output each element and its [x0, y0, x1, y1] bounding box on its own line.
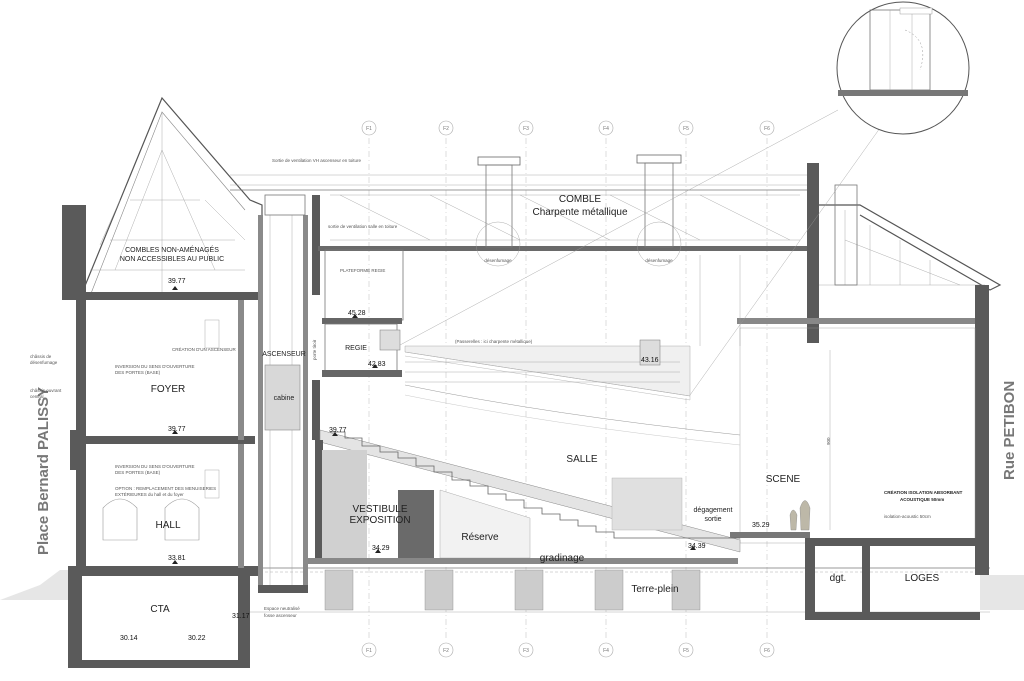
label-desenfumage-2: désenfumage — [645, 258, 673, 263]
axis-label-f2-top: F2 — [443, 126, 449, 132]
note-chassis-2: désenfumage — [30, 360, 58, 365]
left-building-walls — [62, 205, 262, 668]
note-chassis-1: châssis de — [30, 354, 52, 359]
axis-grid: F1 F2 F3 F4 F5 F6 F1 F2 F3 F4 F5 F6 — [361, 120, 775, 658]
level-45-28: 45.28 — [348, 310, 366, 317]
label-foyer: FOYER — [151, 384, 185, 395]
level-34-29: 34.29 — [372, 545, 390, 552]
note-option-2: EXTÉRIEURES du hall et du foyer — [115, 491, 184, 497]
label-combles-2: NON ACCESSIBLES AU PUBLIC — [120, 256, 224, 263]
note-inversion-4: DES PORTES (BASE) — [115, 470, 161, 475]
level-42-83: 42.83 — [368, 361, 386, 368]
label-espace-2: fosse ascenseur — [264, 613, 297, 618]
label-reserve: Réserve — [461, 532, 499, 543]
label-dim-900: 900 — [826, 437, 831, 445]
note-inversion-2: DES PORTES (BASE) — [115, 370, 161, 375]
label-passerelle: (Passerelles : ici charpente métallique) — [455, 339, 533, 344]
axis-label-f2-bottom: F2 — [443, 648, 449, 654]
axis-label-f3-bottom: F3 — [523, 648, 529, 654]
level-33-81: 33.81 — [168, 555, 186, 562]
label-salle: SALLE — [566, 454, 597, 465]
level-34-39: 34.39 — [688, 543, 706, 550]
label-degagement-1: dégagement — [694, 507, 733, 514]
axis-label-f4-bottom: F4 — [603, 648, 609, 654]
note-option-1: OPTION : REMPLACEMENT DES MENUISERIES — [115, 486, 216, 491]
level-43-16: 43.16 — [641, 357, 659, 364]
lift-shaft — [258, 194, 308, 593]
note-ventilation: Sortie de ventilation VH ascenseur en to… — [272, 158, 362, 163]
axis-label-f6-top: F6 — [764, 126, 770, 132]
label-combles-1: COMBLES NON-AMÉNAGÉS — [125, 245, 219, 254]
axis-label-f6-bottom: F6 — [764, 648, 770, 654]
axis-label-f1-top: F1 — [366, 126, 372, 132]
axis-label-f1-bottom: F1 — [366, 648, 372, 654]
street-left-label: Place Bernard PALISSY — [35, 387, 52, 555]
level-39-77-combles: 39.77 — [168, 278, 186, 285]
label-charpente: Charpente métallique — [532, 207, 627, 218]
note-sortie-ventilation: sortie de ventilation salle en toiture — [328, 224, 398, 229]
axis-label-f3-top: F3 — [523, 126, 529, 132]
label-porte-tiroir: porte tiroir — [312, 339, 317, 360]
label-loges: LOGES — [905, 573, 940, 584]
detail-callout — [399, 1, 970, 396]
label-degagement-2: sortie — [704, 516, 721, 523]
label-plateforme-regie: PLATEFORME REGIE — [340, 268, 385, 273]
label-vestibule-1: VESTIBULE — [352, 504, 407, 515]
label-creation-isolation-2: ACOUSTIQUE 50mm — [900, 497, 944, 502]
label-espace-1: Espace neutralisé — [264, 606, 300, 611]
label-desenfumage-1: désenfumage — [484, 258, 512, 263]
label-gradinage: gradinage — [540, 553, 585, 564]
note-chassis-3: châssis ouvrant — [30, 388, 62, 393]
regie-box — [322, 249, 404, 377]
main-roof — [230, 154, 813, 440]
label-comble: COMBLE — [559, 194, 602, 205]
label-regie: REGIE — [345, 345, 367, 352]
axis-label-f5-bottom: F5 — [683, 648, 689, 654]
label-creation-isolation-1: CRÉATION ISOLATION ABSORBANT — [884, 488, 963, 495]
label-ascenseur: ASCENSEUR — [262, 351, 306, 358]
label-hall: HALL — [155, 520, 180, 531]
note-inversion-1: INVERSION DU SENS D'OUVERTURE — [115, 364, 195, 369]
note-chassis-4: central — [30, 394, 44, 399]
seating-tiers — [308, 429, 741, 611]
axis-label-f4-top: F4 — [603, 126, 609, 132]
salle-ceiling — [404, 255, 741, 446]
right-building — [730, 163, 1002, 620]
street-right-label: Rue PETIBON — [1001, 381, 1018, 480]
level-30-14: 30.14 — [120, 635, 138, 642]
level-39-77-salle: 39.77 — [329, 427, 347, 434]
level-39-77-foyer: 39.77 — [168, 426, 186, 433]
label-cta: CTA — [150, 604, 170, 615]
level-markers — [172, 286, 696, 564]
level-30-22: 30.22 — [188, 635, 206, 642]
label-dgt: dgt. — [830, 573, 847, 584]
note-creation-ascenseur: CRÉATION D'UN ASCENSEUR — [172, 346, 237, 352]
label-cabine: cabine — [274, 395, 295, 402]
label-isolation: isolation-acoustic 50cm — [884, 514, 931, 519]
label-scene: SCENE — [766, 474, 801, 485]
label-terre-plein: Terre-plein — [631, 584, 678, 595]
note-inversion-3: INVERSION DU SENS D'OUVERTURE — [115, 464, 195, 469]
label-vestibule-2: EXPOSITION — [349, 515, 410, 526]
level-35-29: 35.29 — [752, 522, 770, 529]
left-roof-truss — [79, 96, 263, 299]
level-31-17: 31.17 — [232, 613, 250, 620]
axis-label-f5-top: F5 — [683, 126, 689, 132]
